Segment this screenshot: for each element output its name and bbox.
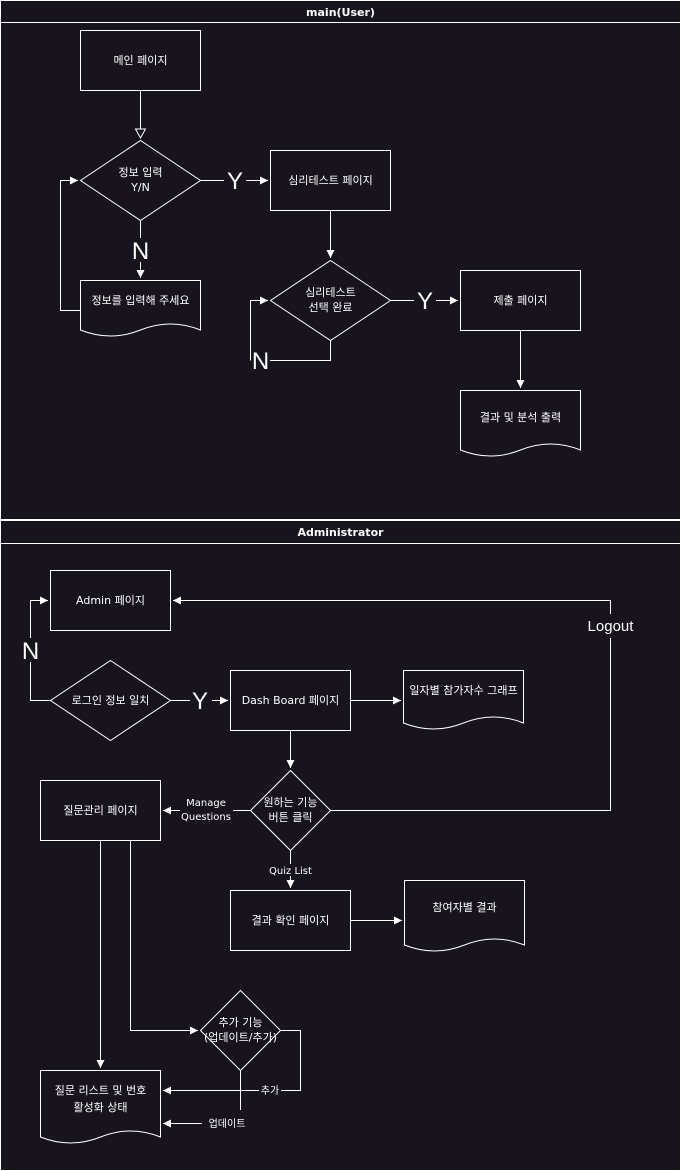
login-match-decision: [49, 659, 172, 742]
quiz-list-label: Quiz List: [269, 866, 312, 877]
question-list-label-2: 활성화 상태: [73, 1100, 127, 1114]
edge-n2-loop: [250, 296, 268, 361]
user-lane: [0, 0, 681, 520]
test-done-label-1: 심리테스트: [305, 286, 356, 299]
test-done-label-2: 선택 완료: [309, 301, 353, 314]
no-label-1: N: [132, 238, 149, 265]
admin-page-label: Admin 페이지: [76, 594, 145, 607]
update-edge-label: 업데이트: [209, 1117, 246, 1130]
edge-loop-back-to-input: [60, 176, 81, 311]
admin-lane-title: Administrator: [297, 526, 384, 539]
please-enter-document: [80, 280, 201, 337]
edge-click-to-logout: [330, 638, 611, 811]
result-check-label: 결과 확인 페이지: [252, 914, 330, 927]
yes-label-2: Y: [417, 288, 433, 315]
daily-graph-document: [403, 670, 524, 730]
dashboard-label: Dash Board 페이지: [242, 694, 340, 707]
admin-page-box: [50, 570, 171, 631]
edge-login-to-n: [30, 662, 51, 701]
question-mgmt-label: 질문관리 페이지: [63, 804, 137, 817]
result-output-document: [460, 390, 581, 457]
edge-n-to-admin-page: [30, 596, 48, 638]
button-click-label-2: 버튼 클릭: [269, 811, 313, 824]
question-list-label-1: 질문 리스트 및 번호: [55, 1084, 146, 1097]
manage-label-2: Questions: [181, 812, 231, 823]
edge-add-to-add-label: [280, 1030, 301, 1091]
edge-done-to-n2: [270, 340, 331, 361]
user-lane-title: main(User): [306, 6, 375, 19]
info-input-label-2: Y/N: [130, 181, 150, 194]
add-edge-label: 추가: [261, 1085, 279, 1097]
participant-result-document: [404, 880, 525, 952]
add-feature-label-2: (업데이트/추가): [204, 1031, 277, 1044]
login-match-label: 로그인 정보 일치: [72, 693, 150, 707]
admin-no-label: N: [22, 638, 39, 665]
manage-label-1: Manage: [186, 798, 226, 809]
question-list-document: [40, 1070, 161, 1144]
yes-label-1: Y: [227, 168, 243, 195]
edge-mgmt-to-add: [130, 840, 198, 1035]
main-page-label: 메인 페이지: [113, 54, 167, 67]
result-output-label: 결과 및 분석 출력: [480, 411, 561, 424]
info-input-label-1: 정보 입력: [119, 166, 163, 179]
submit-page-label: 제출 페이지: [493, 294, 547, 307]
admin-lane: [0, 520, 681, 1171]
admin-yes-label: Y: [192, 688, 208, 715]
daily-graph-label: 일자별 참가자수 그래프: [409, 683, 517, 697]
add-feature-label-1: 추가 기능: [219, 1016, 263, 1029]
participant-result-label: 참여자별 결과: [432, 901, 496, 914]
no-label-2: N: [252, 348, 269, 375]
logout-label: Logout: [588, 618, 635, 635]
please-enter-label: 정보를 입력해 주세요: [91, 293, 189, 307]
psych-test-page-label: 심리테스트 페이지: [288, 174, 372, 187]
edge-logout-to-admin: [173, 596, 611, 614]
button-click-label-1: 원하는 기능: [263, 795, 317, 809]
